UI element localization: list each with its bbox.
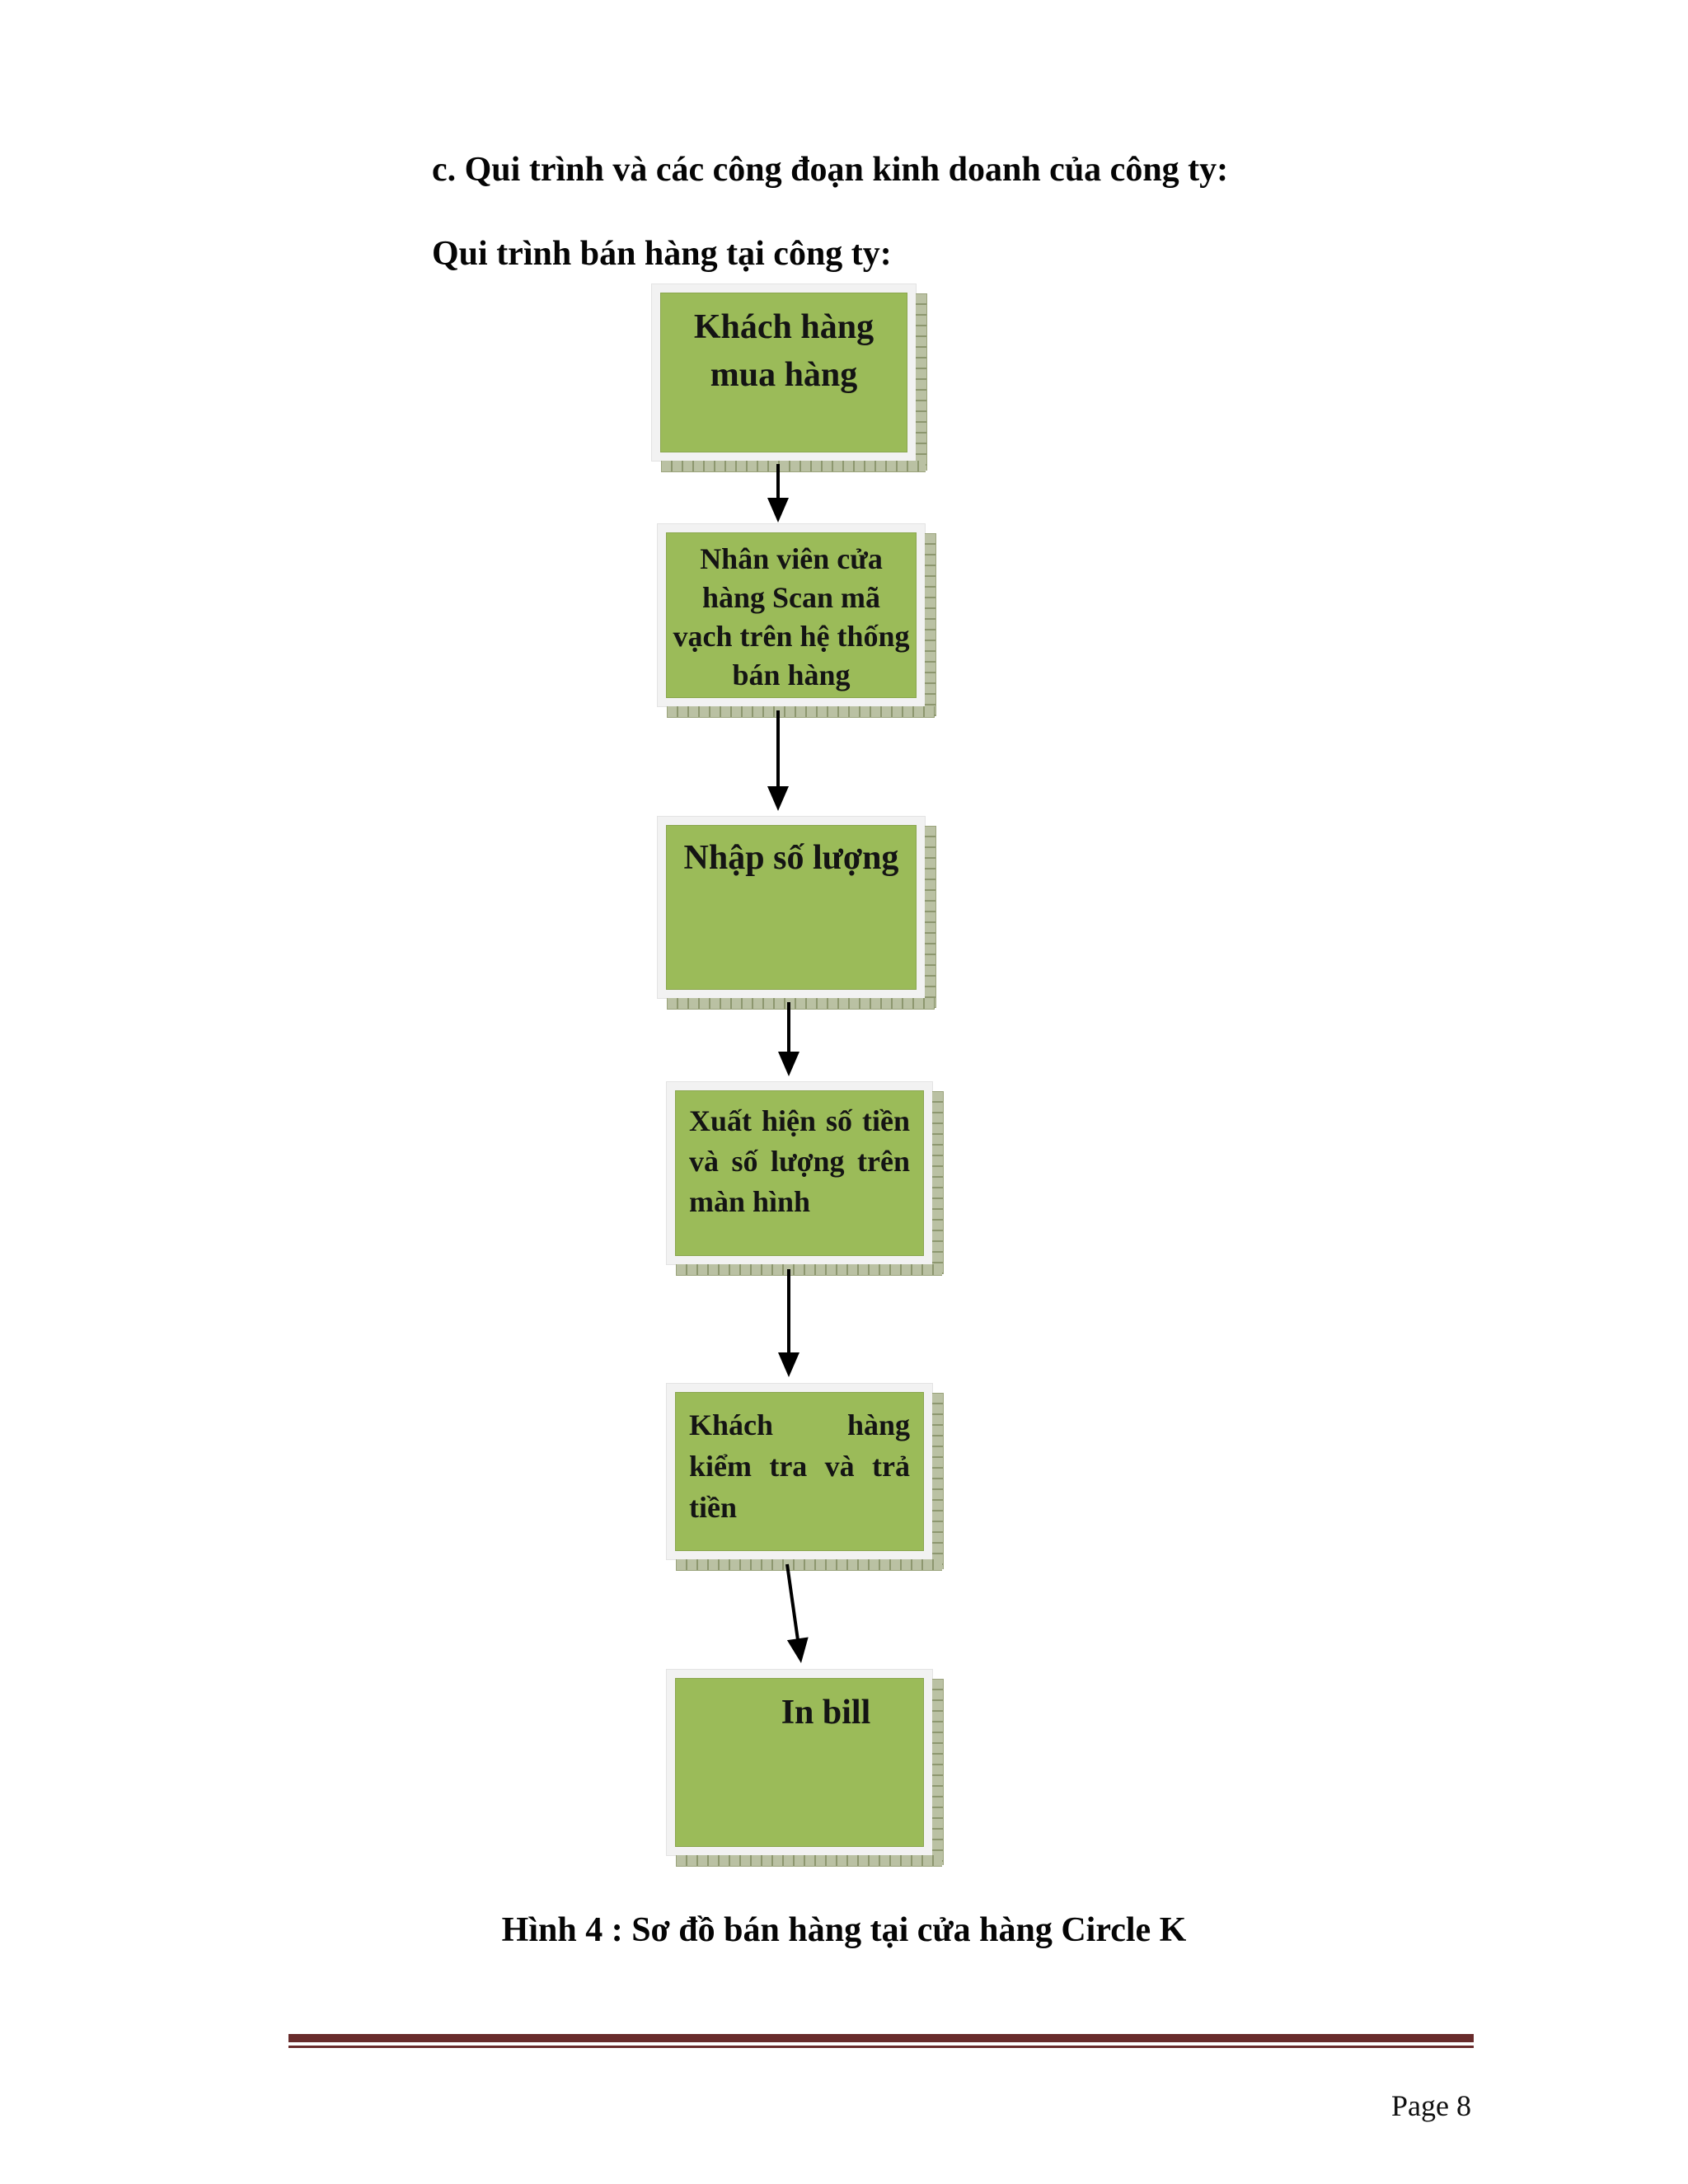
flow-box-amount-on-screen: Xuất hiện số tiền và số lượng trên màn h…	[666, 1081, 944, 1276]
flow-box-label: Xuất hiện số tiền và số lượng trên màn h…	[675, 1090, 924, 1256]
sub-heading: Qui trình bán hàng tại công ty:	[432, 235, 892, 273]
flow-box-enter-quantity: Nhập số lượng	[657, 816, 936, 1010]
page-number: Page 8	[1391, 2089, 1471, 2122]
flow-box-customer-pays: Khách hàng kiểm tra và trả tiền	[666, 1383, 944, 1571]
flow-box-staff-scans: Nhân viên cửa hàng Scan mã vạch trên hệ …	[657, 523, 936, 718]
footer-divider-thin	[288, 2046, 1474, 2048]
footer-divider-thick	[288, 2034, 1474, 2042]
flow-box-label: In bill	[675, 1678, 924, 1847]
flow-box-label: Khách hàng mua hàng	[660, 293, 907, 452]
section-heading: c. Qui trình và các công đoạn kinh doanh…	[432, 151, 1229, 189]
flow-box-label: Nhập số lượng	[666, 825, 917, 990]
flow-box-customer-buys: Khách hàng mua hàng	[651, 284, 927, 472]
figure-caption: Hình 4 : Sơ đồ bán hàng tại cửa hàng Cir…	[501, 1911, 1187, 1949]
flow-box-label: Khách hàng kiểm tra và trả tiền	[675, 1392, 924, 1551]
flow-box-print-bill: In bill	[666, 1669, 944, 1867]
flow-box-label: Nhân viên cửa hàng Scan mã vạch trên hệ …	[666, 532, 917, 698]
